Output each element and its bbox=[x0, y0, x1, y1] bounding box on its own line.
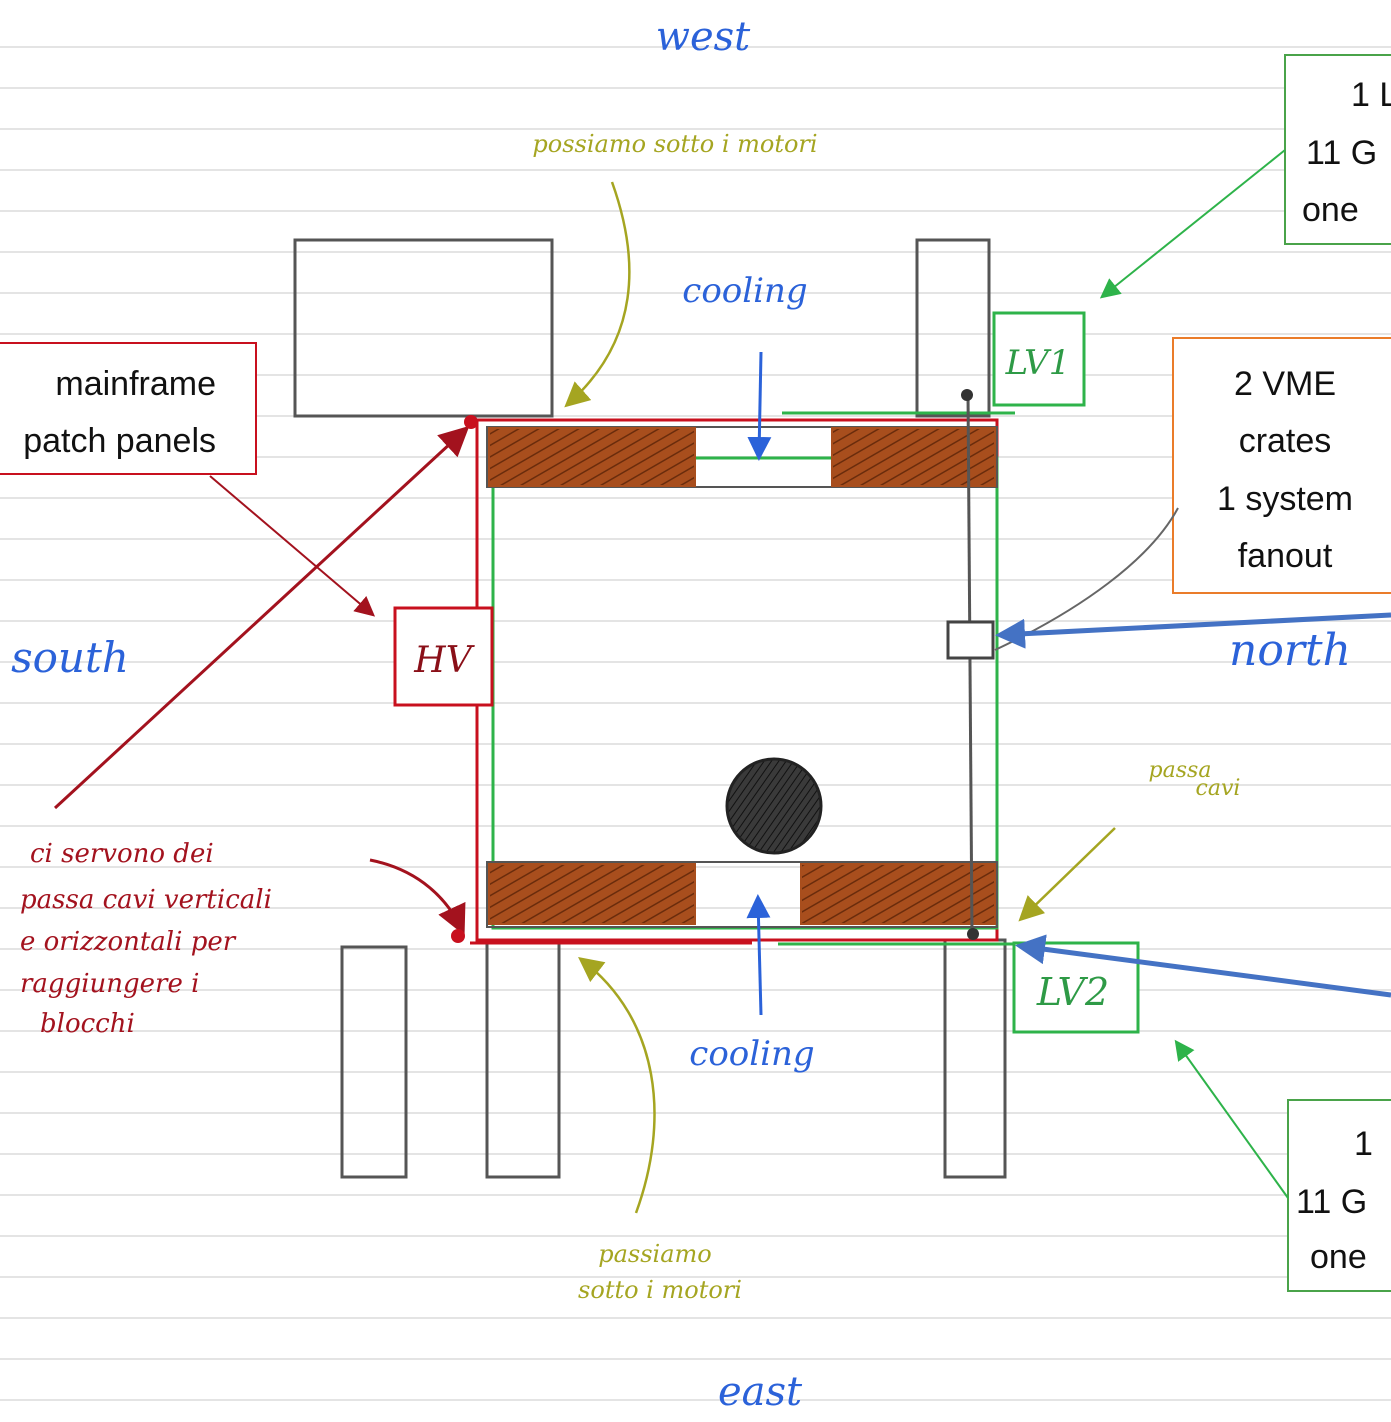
bottom-right-column bbox=[943, 938, 1007, 1179]
vertical-cable bbox=[966, 392, 974, 937]
callout-bottom-right-line1: 1 bbox=[1354, 1125, 1373, 1163]
top-left-block bbox=[293, 238, 554, 418]
cooling-label-top: cooling bbox=[682, 271, 807, 311]
red-arrow-to-bottom-corner bbox=[369, 858, 466, 936]
callout-top-right bbox=[1284, 54, 1391, 245]
cooling-label-bottom: cooling bbox=[689, 1034, 814, 1074]
callout-vme-line2: crates bbox=[1239, 422, 1332, 460]
red-note-line5: blocchi bbox=[40, 1009, 135, 1039]
green-arrow-to-lv2 bbox=[1174, 1039, 1289, 1199]
callout-top-right-line2: 11 G bbox=[1306, 134, 1377, 172]
olive-arrow-bottom bbox=[578, 956, 656, 1214]
lv2-label: LV2 bbox=[1036, 970, 1109, 1014]
beam-pipe bbox=[725, 757, 823, 855]
red-dot-bottom bbox=[451, 929, 465, 943]
red-arrow-to-top-corner bbox=[53, 425, 470, 810]
red-note-line4: raggiungere i bbox=[20, 969, 199, 999]
red-note-line1: ci servono dei bbox=[30, 839, 214, 869]
hatched-block-top-left bbox=[488, 427, 696, 487]
hatched-block-top-right bbox=[831, 427, 996, 487]
callout-mainframe-line2: patch panels bbox=[23, 422, 216, 460]
callout-vme-line3: 1 system bbox=[1217, 480, 1353, 518]
bottom-left-column-2 bbox=[485, 938, 561, 1179]
callout-mainframe bbox=[0, 342, 257, 475]
cable-end-top bbox=[961, 389, 973, 401]
callout-bottom-right-line2: 11 G bbox=[1296, 1183, 1367, 1221]
hatched-block-bottom-right bbox=[800, 863, 996, 925]
cooling-arrow-bottom bbox=[746, 894, 771, 1016]
callout-vme-line1: 2 VME bbox=[1234, 365, 1336, 403]
central-enclosure-green bbox=[491, 456, 999, 930]
olive-arrow-passa-cavi bbox=[1018, 827, 1116, 922]
direction-north: north bbox=[1229, 625, 1351, 676]
bottom-block-row bbox=[486, 861, 998, 928]
hv-box bbox=[393, 606, 494, 707]
hatched-block-bottom-left bbox=[488, 863, 696, 925]
cable-end-bottom bbox=[967, 928, 979, 940]
green-arrow-to-lv1 bbox=[1099, 149, 1286, 299]
red-dot-top bbox=[464, 415, 478, 429]
ruled-lines bbox=[0, 46, 1391, 1401]
lv1-box bbox=[992, 311, 1086, 407]
direction-west: west bbox=[656, 14, 751, 60]
callout-bottom-right-line3: one bbox=[1310, 1238, 1367, 1276]
red-note-line2: passa cavi verticali bbox=[20, 885, 272, 915]
callout-vme-line4: fanout bbox=[1238, 537, 1333, 575]
note-passa-cavi-line1: passa bbox=[1149, 758, 1212, 783]
callout-top-right-line1: 1 L bbox=[1351, 76, 1391, 114]
lv1-label: LV1 bbox=[1005, 343, 1071, 383]
top-right-column bbox=[915, 238, 991, 418]
note-bottom-motors-line1: passiamo bbox=[598, 1240, 712, 1268]
red-note: ci servono dei passa cavi verticali e or… bbox=[20, 839, 272, 1039]
equipment-outlines bbox=[293, 238, 1007, 1179]
note-top-motors: possiamo sotto i motori bbox=[532, 130, 817, 158]
note-passa-cavi-line2: cavi bbox=[1196, 776, 1241, 801]
note-bottom-motors-line2: sotto i motori bbox=[578, 1276, 742, 1304]
callout-top-right-line3: one bbox=[1302, 191, 1359, 229]
fanout-box bbox=[946, 620, 995, 660]
bottom-left-column-1 bbox=[340, 945, 408, 1179]
hv-label: HV bbox=[413, 640, 475, 681]
red-note-line3: e orizzontali per bbox=[20, 927, 237, 957]
direction-east: east bbox=[718, 1369, 803, 1415]
cooling-arrow-top bbox=[747, 351, 772, 461]
red-arrow-mainframe-to-hv bbox=[209, 475, 376, 617]
callout-mainframe-line1: mainframe bbox=[55, 365, 216, 403]
blue-arrow-to-lv2 bbox=[1015, 934, 1391, 998]
direction-south: south bbox=[11, 633, 129, 682]
blue-arrow-to-fanout bbox=[995, 612, 1391, 649]
callout-bottom-right bbox=[1287, 1099, 1391, 1292]
olive-arrow-top bbox=[564, 181, 631, 408]
callout-vme bbox=[1172, 337, 1391, 594]
